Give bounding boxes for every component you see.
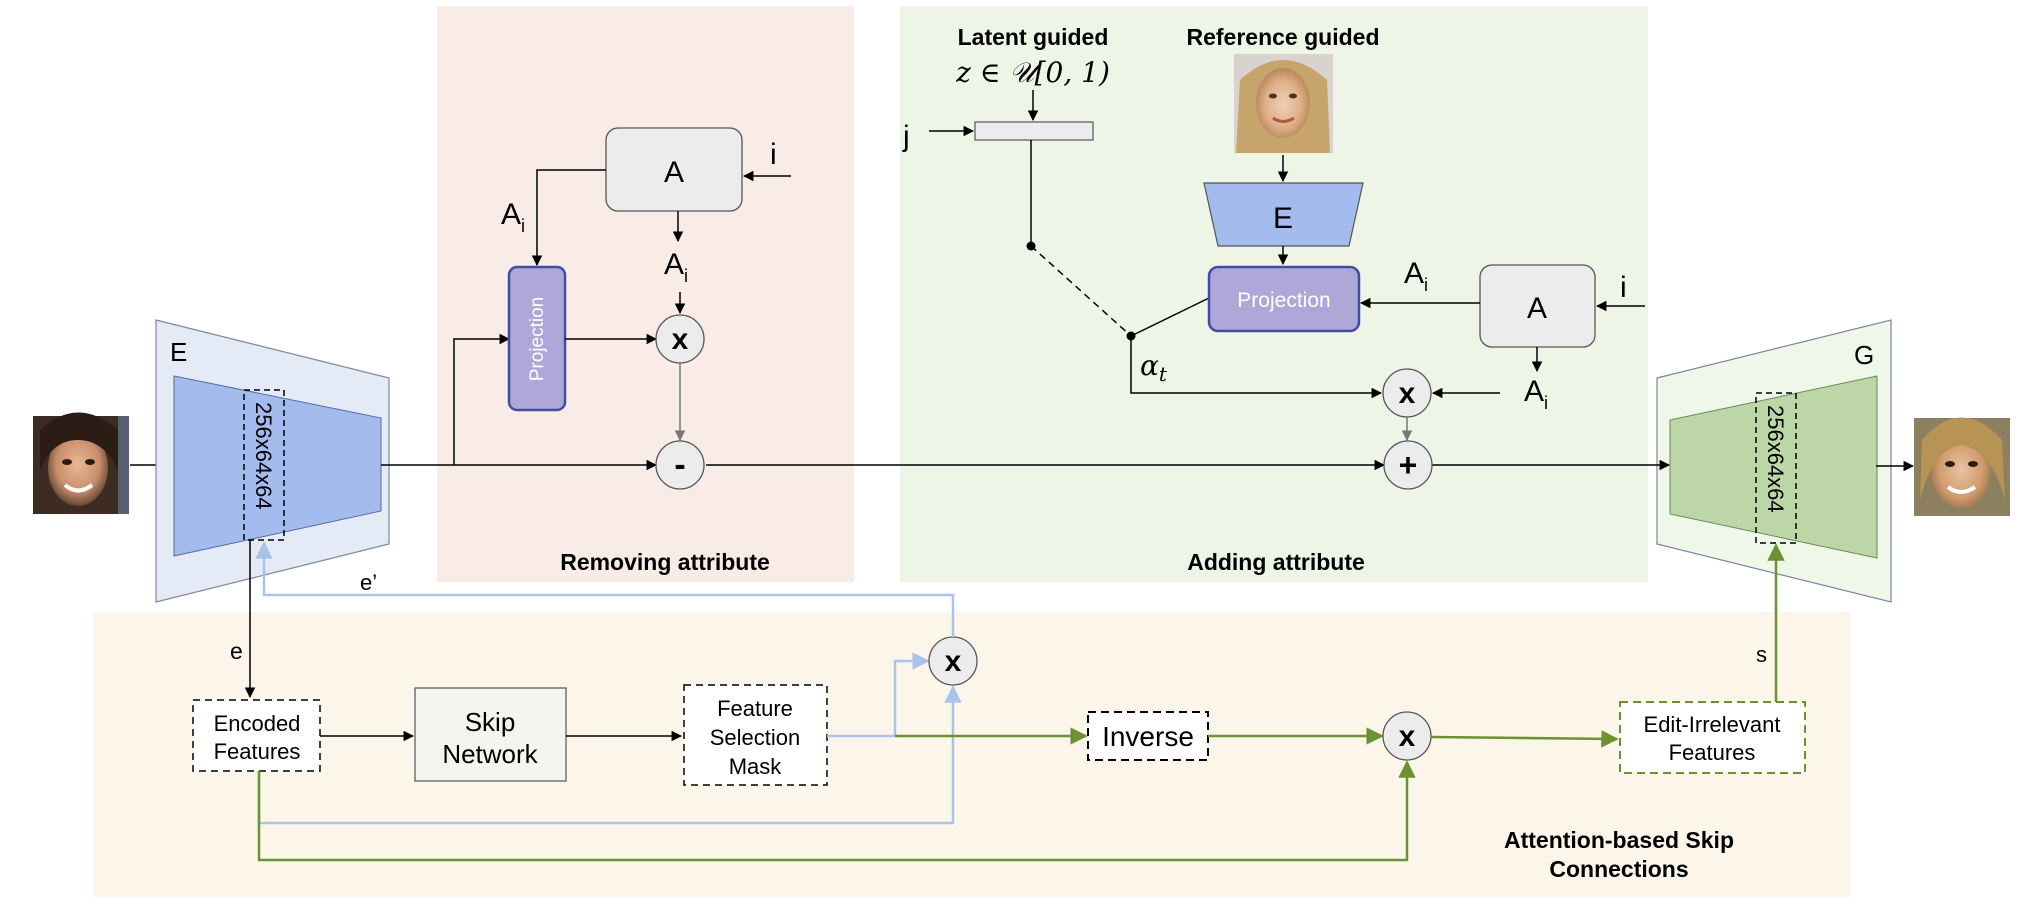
- output-face-image: [1914, 417, 2010, 516]
- remove-projection-label: Projection: [527, 297, 548, 382]
- mask-to-blue-multiply: [827, 652, 930, 738]
- adding-attribute-label: Adding attribute: [1187, 549, 1365, 575]
- latent-guided-label: Latent guided: [958, 24, 1109, 50]
- generator-label: G: [1854, 340, 1874, 370]
- latent-switch-dashed: [1030, 245, 1132, 337]
- attr-to-projection-line: [531, 169, 606, 267]
- edit-irrelevant-line1: Edit-Irrelevant: [1644, 712, 1781, 737]
- mask-line2: Selection: [710, 725, 801, 750]
- add-projection-block: [1207, 265, 1361, 333]
- inverse-label: Inverse: [1102, 721, 1194, 752]
- plus-node: [1383, 440, 1433, 490]
- encoder-tensor-shape: 256x64x64: [251, 402, 276, 510]
- removing-attribute-label: Removing attribute: [560, 549, 770, 575]
- edge-s-label: s: [1756, 642, 1767, 667]
- branch-to-projection: [453, 333, 511, 465]
- plus-symbol: +: [1399, 447, 1418, 483]
- reference-guided-label: Reference guided: [1187, 24, 1380, 50]
- edge-e-prime-label: e’: [360, 570, 377, 595]
- reference-switch-line: [1130, 297, 1210, 337]
- remove-attribute-box-label: A: [664, 156, 684, 189]
- skip-network-box: [414, 687, 567, 782]
- encoder-block: E 256x64x64: [155, 319, 390, 603]
- add-multiply-symbol: x: [1399, 377, 1416, 410]
- edit-irrelevant-line2: Features: [1669, 740, 1756, 765]
- encoded-features-line2: Features: [214, 739, 301, 764]
- green-multiply-node: [1382, 711, 1432, 761]
- skip-network-line2: Network: [442, 739, 538, 769]
- switch-to-multiply: [1130, 336, 1383, 399]
- minus-symbol: -: [674, 446, 685, 484]
- reference-encoder: [1203, 182, 1364, 247]
- skip-connections-label-line2: Connections: [1549, 856, 1688, 882]
- minus-node: [655, 440, 705, 490]
- alpha-label: αt: [1140, 349, 1168, 386]
- add-attribute-box-label: A: [1527, 292, 1547, 325]
- remove-attribute-index: i: [770, 138, 777, 171]
- input-face-image: [33, 412, 129, 514]
- encoder-label: E: [170, 337, 187, 367]
- green-multiply-to-irrelevant: [1430, 730, 1619, 748]
- generator-tensor-shape: 256x64x64: [1763, 405, 1788, 513]
- generator-block: G 256x64x64: [1656, 319, 1892, 603]
- blue-multiply-symbol: x: [945, 645, 962, 678]
- remove-attr-vector-left: Ai: [501, 198, 525, 236]
- add-projection-label: Projection: [1237, 289, 1330, 312]
- skip-connections-label-line1: Attention-based Skip: [1504, 827, 1734, 853]
- mask-line1: Feature: [717, 696, 793, 721]
- latent-vector-bar: [974, 121, 1094, 141]
- encoded-to-green-multiply: [257, 760, 1416, 862]
- add-attr-vector-bottom: Ai: [1524, 375, 1548, 413]
- reference-face-image: [1234, 54, 1333, 153]
- green-multiply-symbol: x: [1399, 720, 1416, 753]
- add-attr-vector-top: Ai: [1404, 257, 1428, 295]
- reference-encoder-label: E: [1273, 202, 1293, 235]
- edit-irrelevant-features-box: [1619, 701, 1806, 774]
- selector-index-j: j: [902, 120, 910, 153]
- remove-attr-vector-center: Ai: [664, 248, 688, 286]
- remove-multiply-symbol: x: [672, 323, 689, 356]
- inverse-box: [1087, 711, 1209, 761]
- edge-e-label: e: [230, 638, 243, 664]
- removing-attribute-panel: [437, 6, 854, 582]
- add-attribute-index: i: [1620, 271, 1627, 304]
- latent-formula: z ∈ 𝒰[0, 1): [955, 56, 1110, 89]
- skip-network-line1: Skip: [465, 707, 516, 737]
- mask-line3: Mask: [729, 754, 783, 779]
- edge-e-prime-line: [255, 541, 955, 637]
- encoded-features-line1: Encoded: [214, 711, 301, 736]
